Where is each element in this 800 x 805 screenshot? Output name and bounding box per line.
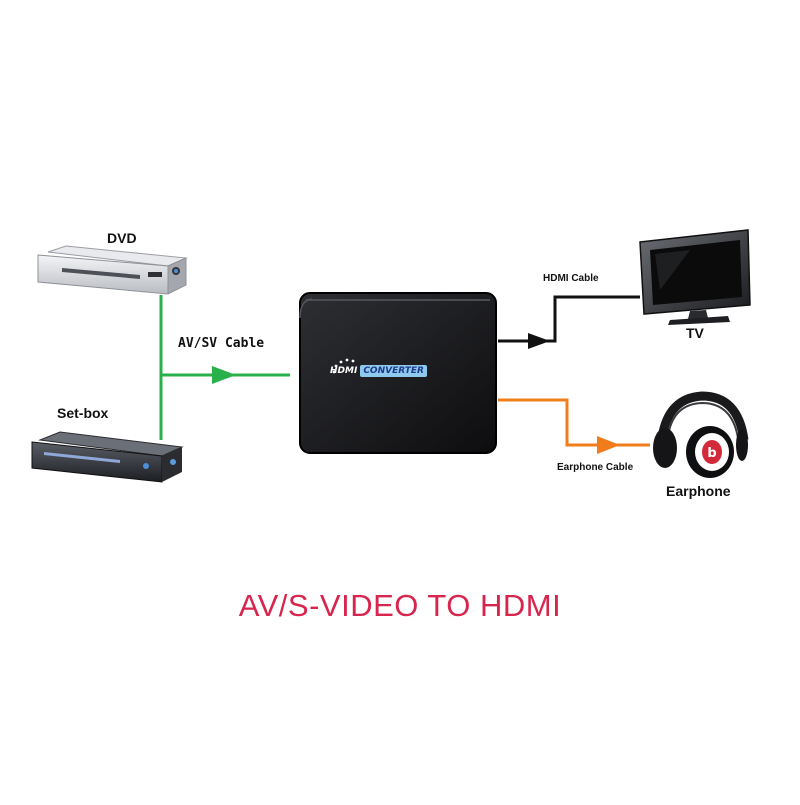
svg-text:b: b — [707, 446, 716, 461]
caption-title: AV/S-VIDEO TO HDMI — [238, 588, 562, 623]
earphone-label: Earphone — [666, 483, 731, 499]
av-sv-cable-label: AV/SV Cable — [178, 336, 265, 351]
earphone-cable-label: Earphone Cable — [557, 462, 634, 473]
av-arrow-icon — [212, 366, 236, 384]
hdmi-arrow-icon — [528, 333, 550, 349]
tv-label: TV — [686, 325, 704, 341]
converter-logo-dots-icon — [332, 358, 355, 374]
hdmi-connector — [498, 295, 640, 349]
setbox-icon — [31, 431, 184, 483]
av-connector — [159, 295, 290, 440]
dvd-label: DVD — [107, 230, 137, 246]
dvd-player-icon — [37, 245, 188, 295]
headphones-icon: b — [653, 391, 749, 478]
earphone-connector — [498, 398, 650, 454]
setbox-label: Set-box — [57, 405, 109, 421]
converter-logo-converter: CONVERTER — [360, 365, 427, 377]
earphone-arrow-icon — [597, 436, 620, 454]
hdmi-cable-label: HDMI Cable — [543, 273, 599, 284]
converter-logo-hdmi: HDMI — [330, 366, 358, 376]
tv-icon — [639, 229, 751, 325]
